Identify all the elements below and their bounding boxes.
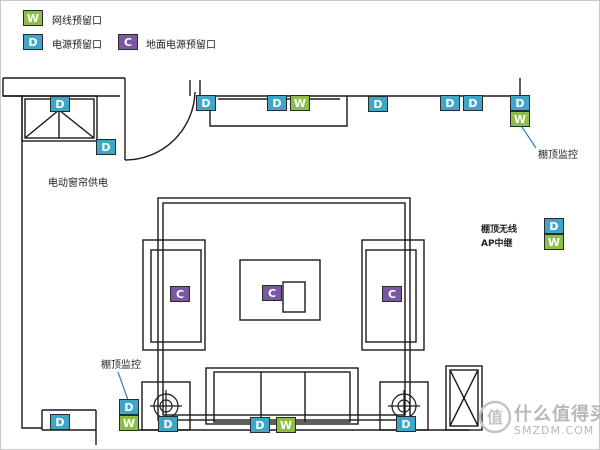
outlet-c-left: C [170,286,190,302]
outlet-d-cam-right: D [510,95,530,111]
watermark: 值 什么值得买 SMZDM.COM [478,400,600,438]
outlet-d-cam-left: D [119,399,139,415]
legend-w-icon: W [23,10,43,26]
legend-c-label: 地面电源预留口 [146,40,216,51]
outlet-d-top3: D [368,96,388,112]
ceiling-monitor-right-label: 棚顶监控 [538,150,578,161]
watermark-logo-icon: 值 [478,400,512,434]
outlet-w-cam-right: W [510,111,530,127]
outlet-d-side-right: D [396,416,416,432]
outlet-w-ap: W [544,234,564,250]
coffee-table [239,259,321,321]
outlet-d-bottom-left: D [50,414,70,430]
legend-d-icon: D [23,34,43,50]
outlet-d-ap: D [544,218,564,234]
ap-label-line1: 棚顶无线 [481,225,518,235]
ap-label-line2: AP中继 [481,239,513,249]
legend-w-label: 网线预留口 [52,16,102,27]
rug [157,197,411,421]
outlet-d-top5: D [463,95,483,111]
outlet-c-right: C [382,286,402,302]
outlet-d-side-left: D [158,416,178,432]
legend-c-icon: C [118,34,138,50]
outlet-d-cabinet: D [50,96,70,112]
outlet-w-cam-left: W [119,415,139,431]
leader-right [519,123,537,149]
watermark-en: SMZDM.COM [514,424,595,437]
outlet-d-sofa: D [250,417,270,433]
outlet-d-top1: D [196,95,216,111]
right-cabinet [445,365,483,431]
curtain-label: 电动窗帘供电 [48,178,108,189]
ceiling-monitor-left-label: 棚顶监控 [101,360,141,371]
legend-d-label: 电源预留口 [52,40,102,51]
door-arc [124,91,196,161]
outlet-w-sofa: W [276,417,296,433]
svg-text:值: 值 [487,408,503,427]
outlet-d-curtain: D [96,139,116,155]
outlet-d-top4: D [440,95,460,111]
left-armchair [142,239,206,351]
tv-cabinet [209,96,348,127]
outlet-c-center: C [262,285,282,301]
outlet-w-tv: W [290,95,310,111]
right-armchair [361,239,425,351]
outlet-d-tv: D [267,95,287,111]
leader-left [117,371,129,401]
watermark-cn: 什么值得买 [514,404,600,425]
